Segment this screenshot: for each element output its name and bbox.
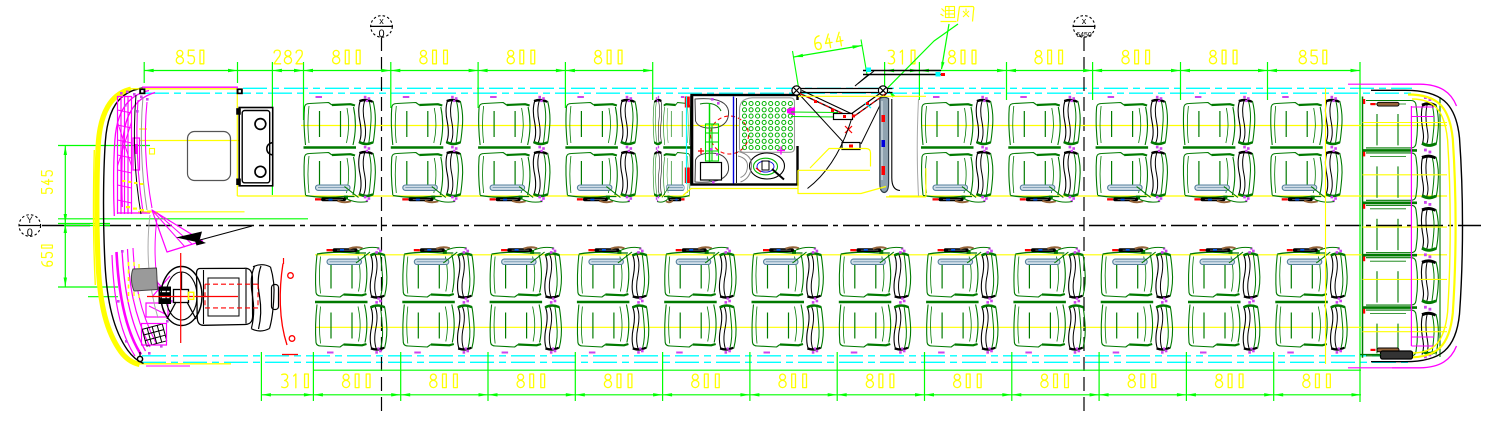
svg-text:x: x	[379, 16, 384, 26]
svg-text:0: 0	[27, 227, 33, 239]
svg-text:0: 0	[378, 28, 384, 40]
svg-text:6450: 6450	[1076, 32, 1092, 39]
svg-text:Y: Y	[27, 215, 33, 225]
svg-text:x: x	[1082, 16, 1087, 26]
